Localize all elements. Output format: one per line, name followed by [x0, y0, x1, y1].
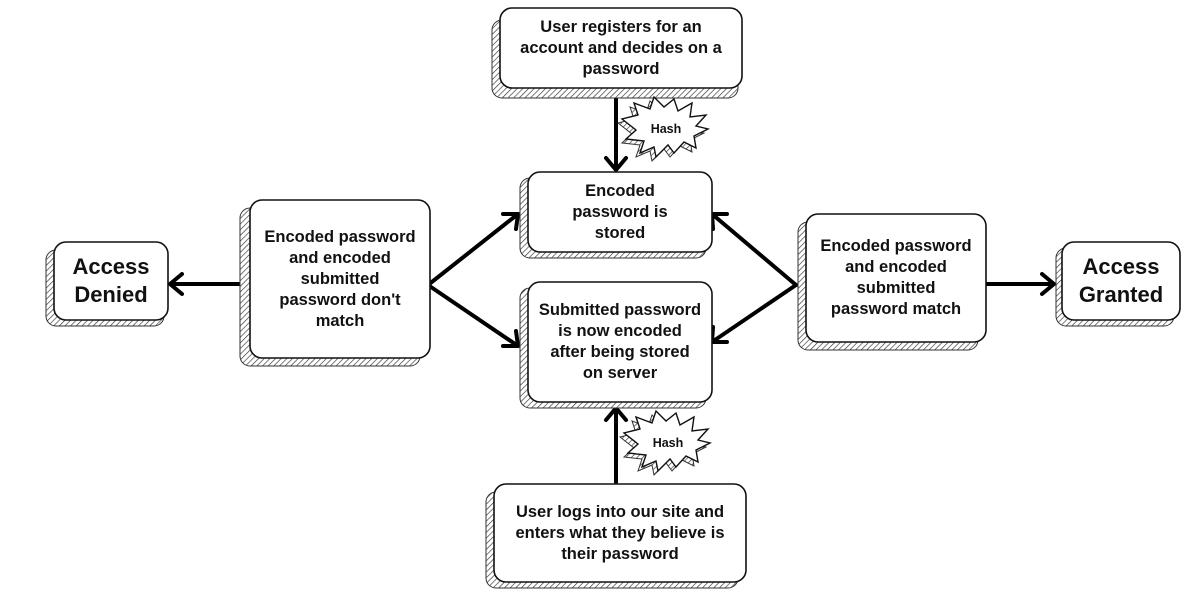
- arrow-register-to-stored: [604, 94, 628, 172]
- node-access-denied-text: Access Denied: [72, 254, 150, 307]
- node-stored-text: Encoded password is stored: [572, 181, 668, 242]
- hash-badge-top: [616, 95, 711, 163]
- box-login: [493, 483, 747, 583]
- node-submitted-text: Submitted password is now encoded after …: [538, 301, 702, 382]
- boxes: [53, 7, 1181, 583]
- box-register: [499, 7, 743, 89]
- node-register-text: User registers for an account and decide…: [520, 17, 722, 78]
- box-access-granted: [1061, 241, 1181, 321]
- node-access-granted-text: Access Granted: [1078, 254, 1164, 307]
- box-access-denied: [53, 241, 169, 321]
- connectors: [168, 94, 1056, 484]
- node-no-match-text: Encoded password and encoded submitted p…: [264, 227, 416, 330]
- arrow-match-to-stored: [710, 212, 798, 287]
- node-match-text: Encoded password and encoded submitted p…: [820, 237, 972, 318]
- hash-badge-top-text: Hash: [650, 122, 682, 136]
- box-submitted: [527, 281, 713, 403]
- arrow-nomatch-to-submitted: [426, 283, 520, 348]
- box-stored: [527, 171, 713, 253]
- box-match: [805, 213, 987, 343]
- node-login-text: User logs into our site and enters what …: [515, 502, 725, 563]
- hash-badge-bottom-text: Hash: [652, 436, 684, 450]
- hash-badge-bottom: [618, 409, 713, 477]
- arrow-login-to-submitted: [604, 406, 628, 484]
- box-no-match: [249, 199, 431, 359]
- arrow-match-to-submitted: [710, 283, 798, 344]
- arrow-nomatch-to-stored: [426, 212, 520, 287]
- arrow-match-to-granted: [982, 272, 1056, 296]
- arrow-nomatch-to-denied: [168, 272, 242, 296]
